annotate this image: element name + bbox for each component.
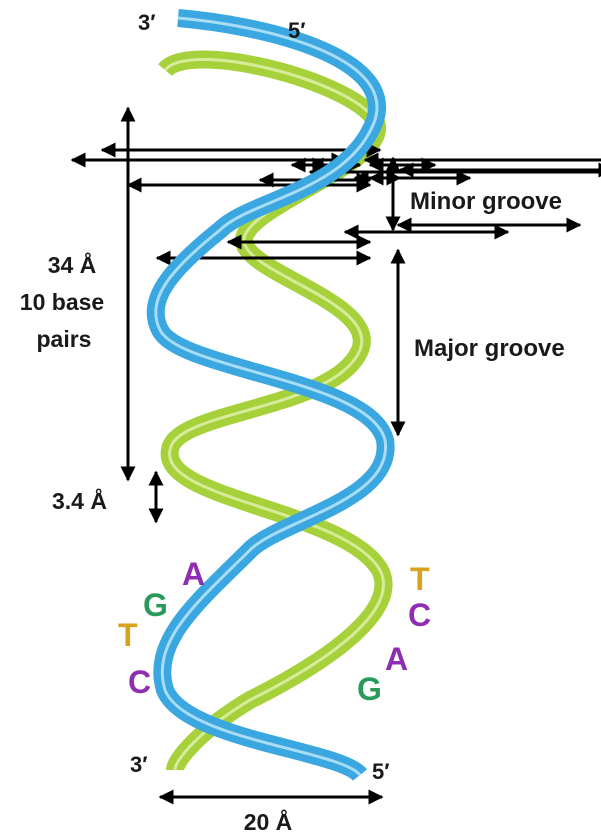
base-left-a: A [182,556,205,592]
helix-pitch-label-line3: pairs [37,326,92,352]
base-right-a: A [385,641,408,677]
strand-end-bottom-right: 5′ [372,759,390,784]
strand-end-bottom-left: 3′ [130,752,148,777]
base-right-g: G [357,671,382,707]
base-right-t: T [410,561,430,597]
base-rise-label: 3.4 Å [52,487,107,514]
helix-pitch-label-line2: 10 base [20,289,104,315]
base-left-c: C [128,664,151,700]
strand-end-top-left: 3′ [138,10,156,35]
minor-groove-label: Minor groove [410,188,562,215]
strand-end-top-right: 5′ [288,18,306,43]
major-groove-label: Major groove [414,335,565,362]
base-left-g: G [143,587,168,623]
diameter-label: 20 Å [244,808,293,835]
base-left-t: T [118,617,138,653]
base-right-c: C [408,597,431,633]
helix-pitch-label: 34 Å [48,251,97,278]
